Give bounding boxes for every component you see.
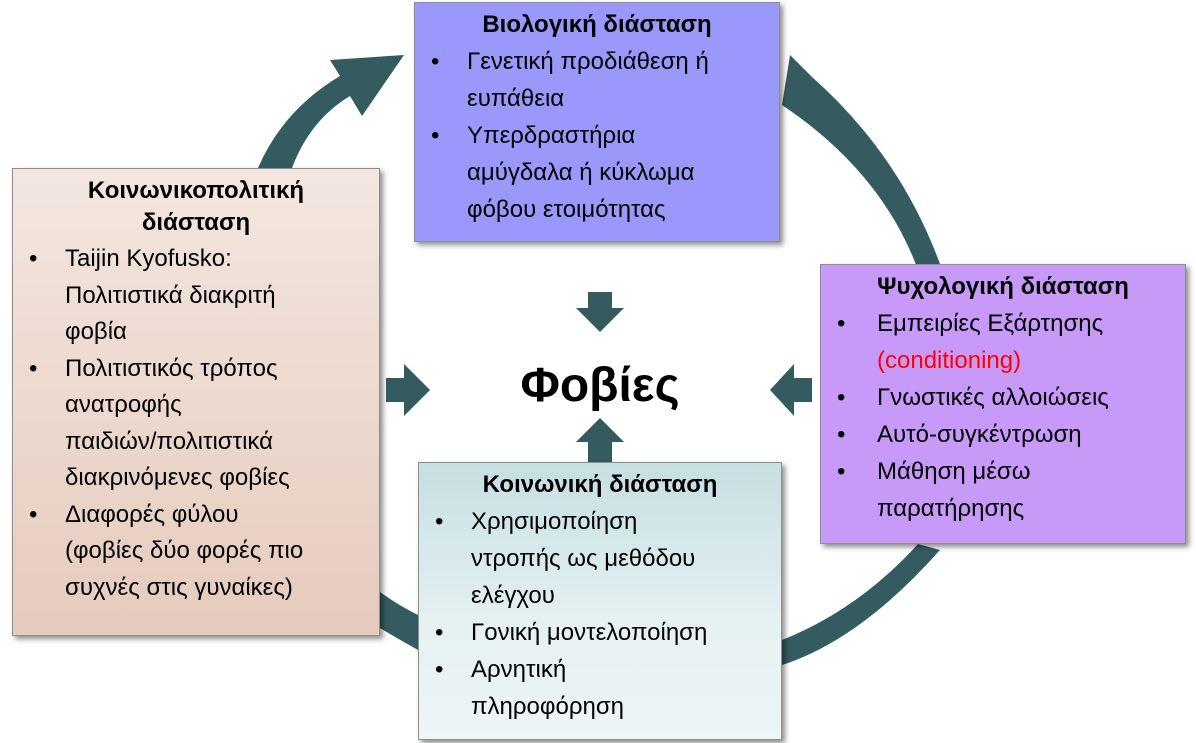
item-line: Γονική μοντελοποίηση (471, 619, 708, 646)
cycle-arrow-psy-to-social (782, 544, 940, 665)
sociopolitical-title: Κοινωνικοπολιτική διάσταση (23, 175, 369, 239)
list-item: • Αρνητική πληροφόρηση (429, 651, 771, 725)
conditioning-highlight: (conditioning) (877, 347, 1022, 374)
title-line: διάσταση (141, 209, 251, 236)
item-line: Πολιτιστικός τρόπος (65, 354, 278, 382)
list-item: • Εμπειρίες Εξάρτησης (conditioning) (831, 305, 1175, 379)
cycle-arrow-social-to-sociopolitical (380, 592, 418, 650)
pointer-arrow-right (386, 364, 430, 416)
list-item: • Διαφορές φύλου (φοβίες δύο φορές πιο σ… (23, 497, 369, 607)
pointer-arrow-down (576, 292, 624, 332)
list-item: • Αυτό-συγκέντρωση (831, 416, 1175, 453)
item-line: (φοβίες δύο φορές πιο (65, 537, 304, 564)
item-line: Υπερδραστήρια (467, 122, 636, 149)
item-line: παιδιών/πολιτιστικά (65, 427, 273, 455)
item-line: Γνωστικές αλλοιώσεις (877, 384, 1109, 411)
item-line: Εμπειρίες Εξάρτησης (877, 310, 1104, 337)
pointer-arrow-left (770, 364, 812, 416)
item-line: παρατήρησης (877, 495, 1025, 522)
center-title: Φοβίες (520, 359, 680, 412)
item-line: Διαφορές φύλου (65, 500, 239, 528)
list-item: • Πολιτιστικός τρόπος ανατροφής παιδιών/… (23, 351, 369, 497)
cycle-arrow-sociopolitical-to-bio (258, 55, 404, 168)
list-item: • Taijin Kyofusko: Πολιτιστικά διακριτή … (23, 241, 369, 351)
bullet-icon: • (837, 421, 846, 448)
bullet-icon: • (431, 122, 440, 149)
biological-dimension-box: Βιολογική διάσταση • Γενετική προδιάθεση… (414, 2, 780, 242)
bullet-icon: • (29, 354, 38, 382)
social-list: • Χρησιμοποίηση ντροπής ως μεθόδου ελέγχ… (429, 503, 771, 725)
item-line: Χρησιμοποίηση (471, 508, 638, 535)
item-line: ντροπής ως μεθόδου (471, 545, 696, 572)
item-line: διακρινόμενες φοβίες (65, 464, 290, 491)
bullet-icon: • (435, 508, 444, 535)
psychological-list: • Εμπειρίες Εξάρτησης (conditioning) • Γ… (831, 305, 1175, 527)
item-line: φοβία (65, 318, 127, 345)
cycle-arrow-bio-to-psy (782, 55, 940, 270)
bullet-icon: • (837, 384, 846, 411)
item-line: πληροφόρηση (471, 693, 624, 720)
item-line: Γενετική προδιάθεση ή (467, 48, 709, 75)
bullet-icon: • (837, 310, 846, 337)
list-item: • Γενετική προδιάθεση ή ευπάθεια (425, 43, 769, 117)
item-line: Μάθηση μέσω (877, 458, 1031, 485)
list-item: • Γονική μοντελοποίηση (429, 614, 771, 651)
item-line: ευπάθεια (467, 85, 565, 112)
bullet-icon: • (29, 500, 38, 528)
sociopolitical-list: • Taijin Kyofusko: Πολιτιστικά διακριτή … (23, 241, 369, 606)
item-line: ανατροφής (65, 391, 182, 418)
social-dimension-box: Κοινωνική διάσταση • Χρησιμοποίηση ντροπ… (418, 462, 782, 740)
item-line: φόβου ετοιμότητας (467, 196, 666, 223)
psychological-title: Ψυχολογική διάσταση (877, 273, 1129, 300)
list-item: • Μάθηση μέσω παρατήρησης (831, 453, 1175, 527)
bullet-icon: • (431, 48, 440, 75)
biological-title: Βιολογική διάσταση (482, 11, 712, 38)
bullet-icon: • (435, 619, 444, 646)
item-line: ελέγχου (471, 582, 555, 609)
pointer-arrow-up (576, 418, 624, 462)
biological-list: • Γενετική προδιάθεση ή ευπάθεια • Υπερδ… (425, 43, 769, 228)
social-title: Κοινωνική διάσταση (482, 471, 718, 498)
list-item: • Γνωστικές αλλοιώσεις (831, 379, 1175, 416)
sociopolitical-dimension-box: Κοινωνικοπολιτική διάσταση • Taijin Kyof… (12, 168, 380, 636)
bullet-icon: • (837, 458, 846, 485)
item-line: συχνές στις γυναίκες) (65, 573, 293, 601)
list-item: • Υπερδραστήρια αμύγδαλα ή κύκλωμα φόβου… (425, 117, 769, 228)
list-item: • Χρησιμοποίηση ντροπής ως μεθόδου ελέγχ… (429, 503, 771, 614)
item-line: Πολιτιστικά διακριτή (65, 281, 276, 309)
title-line: Κοινωνικοπολιτική (87, 177, 305, 204)
bullet-icon: • (29, 245, 38, 272)
item-line: Αρνητική (471, 656, 567, 683)
item-line: αμύγδαλα ή κύκλωμα (467, 159, 695, 186)
psychological-dimension-box: Ψυχολογική διάσταση • Εμπειρίες Εξάρτηση… (820, 264, 1186, 544)
bullet-icon: • (435, 656, 444, 683)
item-line: Taijin Kyofusko: (65, 245, 232, 272)
item-line: Αυτό-συγκέντρωση (877, 421, 1082, 448)
